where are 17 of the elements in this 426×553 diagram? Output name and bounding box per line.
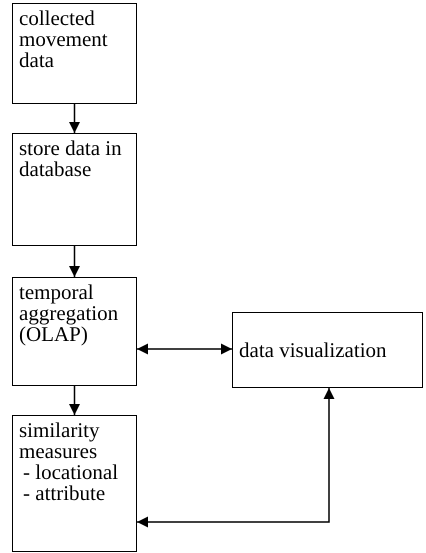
list-item: - attribute <box>22 483 106 504</box>
process-box <box>12 415 137 552</box>
arrow <box>137 388 334 528</box>
box-label: store data in database <box>19 138 122 180</box>
arrow <box>137 344 232 354</box>
process-box <box>12 277 137 386</box>
arrow <box>69 246 80 277</box>
box-label: similarity measures <box>19 420 100 462</box>
process-box <box>232 312 423 388</box>
box-label: temporal aggregation (OLAP) <box>19 282 120 345</box>
list-item: - locational <box>22 462 120 483</box>
process-box <box>12 133 137 246</box>
box-label: data visualization <box>239 340 387 360</box>
process-box <box>12 3 137 104</box>
box-label: collected movement data <box>19 8 109 71</box>
arrow <box>69 386 80 415</box>
arrow <box>69 104 80 133</box>
